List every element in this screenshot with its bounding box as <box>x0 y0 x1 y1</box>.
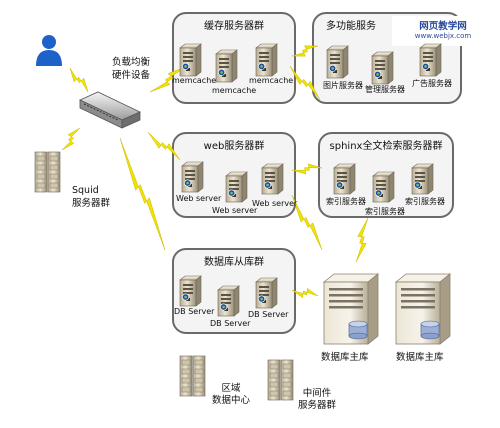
web-node-label: Web server <box>252 199 298 208</box>
ad-server-icon <box>419 43 442 77</box>
db-server-label: DB Server <box>248 310 289 319</box>
ad-server-label: 广告服务器 <box>412 79 452 88</box>
squid-label: Squid 服务器群 <box>72 185 111 209</box>
group-title: 缓存服务器群 <box>204 21 264 32</box>
index-server-label: 索引服务器 <box>326 197 366 206</box>
web-node-label: Web server <box>176 194 222 203</box>
load-balancer-switch-icon <box>79 91 141 129</box>
connection-bolts <box>61 45 369 299</box>
db-server-icon <box>179 275 202 307</box>
group-title: web服务器群 <box>203 141 265 152</box>
admin-server-icon <box>371 51 394 85</box>
web-server-icon <box>261 163 284 195</box>
user-icon <box>36 35 62 66</box>
region-datacenter-label: 区域 数据中心 <box>212 383 251 406</box>
db-master-server-icon <box>394 273 452 345</box>
db-server-label: DB Server <box>210 319 251 328</box>
squid-server-stack <box>34 151 61 193</box>
web-node-label: Web server <box>212 206 258 215</box>
lightning-connector <box>291 163 323 175</box>
index-server-label: 索引服务器 <box>405 197 445 206</box>
memcache-server-icon <box>179 43 202 77</box>
server-nodes <box>34 35 452 401</box>
image-server-icon <box>326 45 349 79</box>
lightning-connector <box>61 127 81 151</box>
lightning-connector <box>291 194 323 251</box>
web-server-icon <box>181 161 204 193</box>
cache-node-label: memcache <box>212 86 257 95</box>
group-title: 多功能服务 <box>326 21 376 32</box>
lightning-connector <box>291 45 319 57</box>
lightning-connector <box>291 287 319 299</box>
index-server-icon <box>333 163 356 195</box>
lightning-connector <box>119 137 166 251</box>
watermark-title: 网页教学网 <box>419 21 467 32</box>
db-server-icon <box>217 285 240 317</box>
image-server-label: 图片服务器 <box>323 81 363 90</box>
middleware-server-stack <box>267 359 294 401</box>
index-server-icon <box>411 163 434 195</box>
lightning-connector <box>69 67 89 93</box>
lightning-connector <box>147 131 181 161</box>
admin-server-label: 管理服务器 <box>365 85 405 94</box>
group-title: 数据库从库群 <box>204 257 264 268</box>
lightning-connector <box>289 65 321 101</box>
db-master-label: 数据库主库 <box>396 352 444 363</box>
web-server-icon <box>225 171 248 203</box>
watermark-url: www.webjx.com <box>414 32 472 40</box>
region-datacenter-stack <box>179 355 206 397</box>
group-title: sphinx全文检索服务器群 <box>329 141 443 152</box>
cache-node-label: memcache <box>172 76 217 85</box>
middleware-label: 中间件 服务器群 <box>298 388 337 411</box>
watermark: 网页教学网 www.webjx.com <box>392 16 494 46</box>
db-server-label: DB Server <box>174 307 215 316</box>
index-server-icon <box>372 171 395 203</box>
load-balancer-label: 负载均衡 硬件设备 <box>112 57 151 81</box>
db-master-server-icon <box>322 273 380 345</box>
lightning-connector <box>355 217 369 263</box>
memcache-server-icon <box>215 49 238 83</box>
index-server-label: 索引服务器 <box>365 207 405 216</box>
memcache-server-icon <box>255 43 278 77</box>
db-master-label: 数据库主库 <box>321 352 369 363</box>
cache-node-label: memcache <box>249 76 294 85</box>
db-server-icon <box>255 277 278 309</box>
